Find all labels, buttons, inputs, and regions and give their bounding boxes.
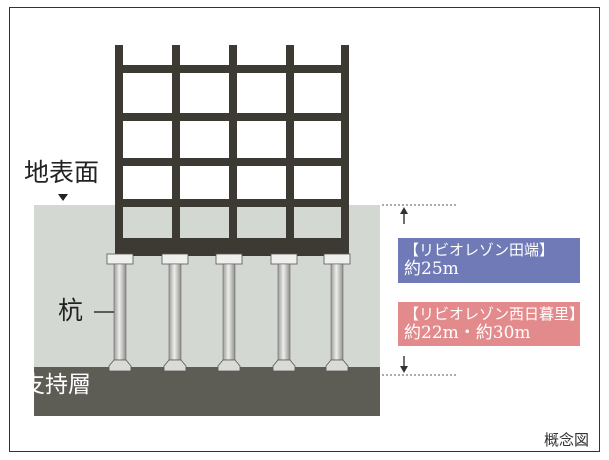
tabata-depth-box: 【リビオレゾン田端】 約25m <box>398 238 580 283</box>
depth-arrow-down-icon <box>400 356 408 373</box>
soil-layer <box>34 205 380 367</box>
depth-arrow-up-icon <box>400 207 408 224</box>
ground-surface-label: 地表面 <box>24 158 100 187</box>
nishinippori-title: 【リビオレゾン西日暮里】 <box>404 305 585 323</box>
ground-surface-marker-icon <box>58 194 68 201</box>
structure-beam <box>115 158 349 166</box>
structure-column <box>115 45 123 255</box>
bearing-layer-label: 支持層 <box>22 372 91 398</box>
structure-beam <box>115 199 349 207</box>
structure-column <box>229 45 237 255</box>
bearing-layer <box>34 367 380 416</box>
structure-beam <box>115 113 349 121</box>
structure-beam <box>115 65 349 73</box>
piles <box>106 253 351 372</box>
tabata-title: 【リビオレゾン田端】 <box>404 241 555 259</box>
pile <box>323 253 351 372</box>
building-structure <box>115 45 349 256</box>
tabata-depth-value: 約25m <box>404 259 459 280</box>
structure-column <box>286 45 294 255</box>
conceptual-diagram-note: 概念図 <box>543 431 589 449</box>
foundation-slab <box>115 238 349 256</box>
pile <box>270 253 298 372</box>
nishinippori-depth-box: 【リビオレゾン西日暮里】 約22m・約30m <box>398 302 585 346</box>
structure-column <box>341 45 349 255</box>
pile-label: 杭 <box>58 296 84 325</box>
pile <box>215 253 243 372</box>
structure-column <box>172 45 180 255</box>
nishinippori-depth-value: 約22m・約30m <box>404 323 531 344</box>
pile <box>161 253 189 372</box>
pile <box>106 253 134 372</box>
